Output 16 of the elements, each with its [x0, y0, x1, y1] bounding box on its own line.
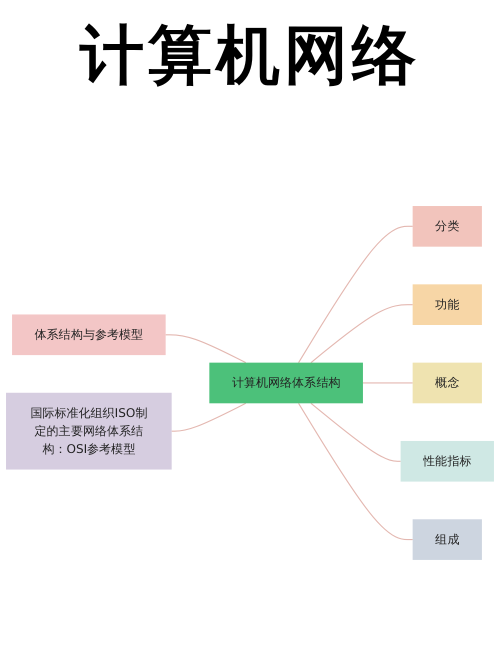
node-box: 概念: [412, 362, 482, 404]
connector: [298, 403, 413, 540]
node-box: 国际标准化组织ISO制定的主要网络体系结构：OSI参考模型: [6, 392, 172, 470]
title: 计算机网络: [78, 18, 421, 95]
connector: [166, 334, 246, 364]
node-box: 功能: [412, 284, 482, 325]
connector: [172, 402, 246, 432]
connector: [298, 226, 413, 363]
node-box: 计算机网络体系结构: [209, 362, 363, 404]
node-box: 体系结构与参考模型: [12, 314, 166, 356]
connector: [310, 402, 401, 462]
connector: [362, 382, 413, 384]
node-box: 性能指标: [400, 440, 494, 482]
node-box: 组成: [412, 519, 482, 560]
node-box: 分类: [412, 206, 482, 247]
connector: [310, 304, 413, 364]
